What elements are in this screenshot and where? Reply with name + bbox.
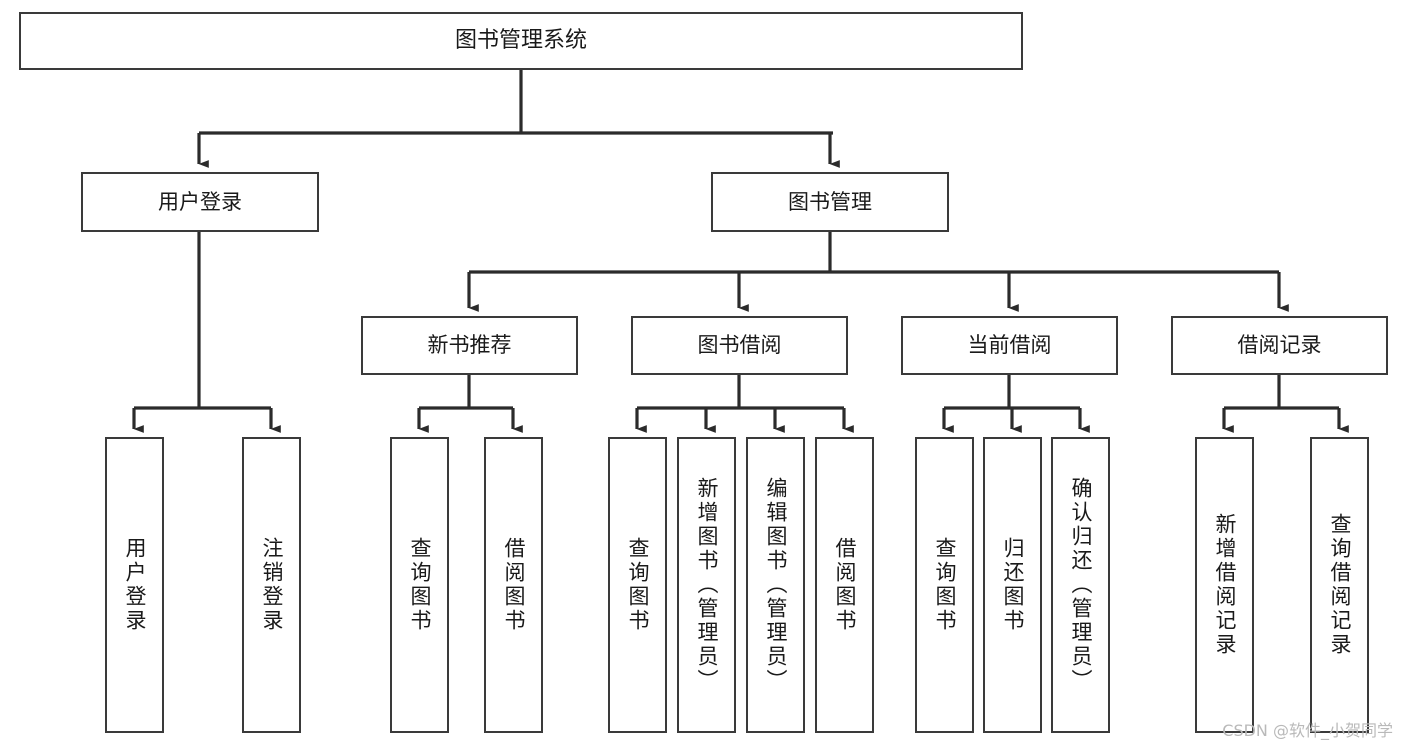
node-leaf-edit-book[interactable]: 编辑图书（管理员） (746, 437, 805, 733)
node-label: 图书管理 (788, 189, 872, 214)
node-leaf-query-record[interactable]: 查询借阅记录 (1310, 437, 1369, 733)
node-current-borrow[interactable]: 当前借阅 (901, 316, 1118, 375)
node-label: 注销登录 (260, 537, 284, 633)
node-leaf-borrow-book-2[interactable]: 借阅图书 (815, 437, 874, 733)
node-leaf-query-book-1[interactable]: 查询图书 (390, 437, 449, 733)
node-label: 编辑图书（管理员） (764, 477, 788, 693)
node-label: 查询图书 (933, 537, 957, 633)
node-book-manage[interactable]: 图书管理 (711, 172, 949, 232)
node-label: 归还图书 (1001, 537, 1025, 633)
node-label: 确认归还（管理员） (1069, 477, 1093, 693)
node-leaf-add-record[interactable]: 新增借阅记录 (1195, 437, 1254, 733)
node-label: 查询图书 (626, 537, 650, 633)
node-label: 当前借阅 (967, 333, 1052, 358)
node-leaf-query-book-3[interactable]: 查询图书 (915, 437, 974, 733)
node-label: 图书借阅 (697, 333, 782, 358)
node-leaf-add-book[interactable]: 新增图书（管理员） (677, 437, 736, 733)
node-leaf-query-book-2[interactable]: 查询图书 (608, 437, 667, 733)
node-label: 新书推荐 (427, 333, 512, 358)
node-leaf-user-login[interactable]: 用户登录 (105, 437, 164, 733)
node-leaf-return-book[interactable]: 归还图书 (983, 437, 1042, 733)
node-book-borrow[interactable]: 图书借阅 (631, 316, 848, 375)
node-leaf-user-logout[interactable]: 注销登录 (242, 437, 301, 733)
node-label: 查询图书 (408, 537, 432, 633)
node-label: 借阅图书 (502, 537, 526, 633)
node-label: 借阅图书 (833, 537, 857, 633)
node-label: 借阅记录 (1237, 333, 1322, 358)
node-leaf-borrow-book-1[interactable]: 借阅图书 (484, 437, 543, 733)
watermark-text: CSDN @软件_小贺同学 (1222, 721, 1393, 740)
node-label: 查询借阅记录 (1328, 513, 1352, 657)
node-borrow-record[interactable]: 借阅记录 (1171, 316, 1388, 375)
node-label: 新增图书（管理员） (695, 477, 719, 693)
node-label: 图书管理系统 (454, 28, 587, 54)
node-label: 用户登录 (123, 537, 147, 633)
node-label: 新增借阅记录 (1213, 513, 1237, 657)
node-leaf-confirm-return[interactable]: 确认归还（管理员） (1051, 437, 1110, 733)
node-label: 用户登录 (158, 189, 242, 214)
node-new-book-recommend[interactable]: 新书推荐 (361, 316, 578, 375)
node-user-login[interactable]: 用户登录 (81, 172, 319, 232)
node-root-book-management-system[interactable]: 图书管理系统 (19, 12, 1023, 70)
